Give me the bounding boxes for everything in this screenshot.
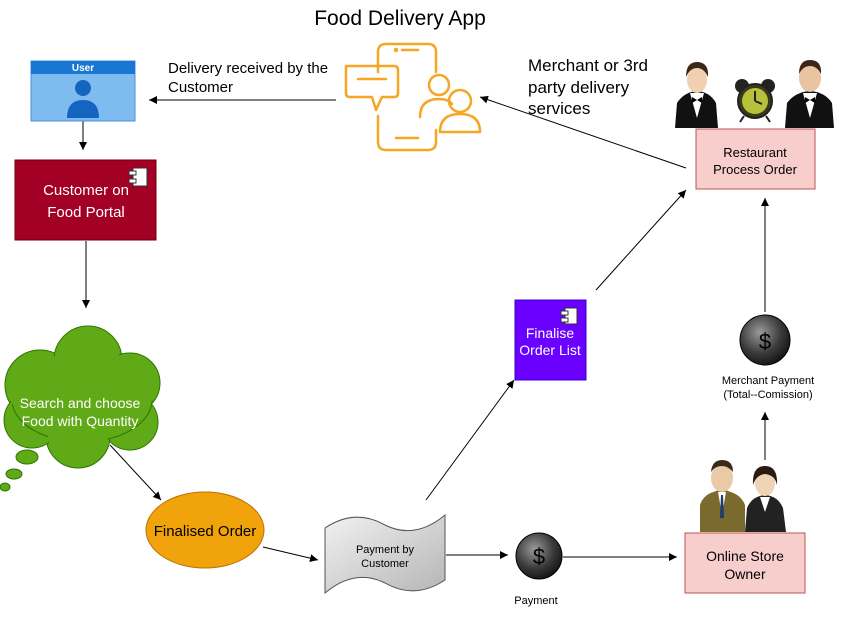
svg-text:Process Order: Process Order	[713, 162, 797, 177]
svg-text:Payment by: Payment by	[356, 544, 415, 556]
mobile-app-icon[interactable]	[344, 42, 482, 152]
online-store-owner-node[interactable]: Online Store Owner	[684, 532, 806, 594]
svg-text:Food Portal: Food Portal	[47, 204, 125, 221]
svg-text:Delivery received by the: Delivery received by the	[168, 60, 328, 77]
user-icon	[67, 80, 99, 118]
svg-text:Online Store: Online Store	[706, 548, 784, 564]
page-title: Food Delivery App	[314, 7, 486, 30]
customer-portal-node[interactable]: Customer on Food Portal	[14, 159, 157, 241]
merchant-payment-node[interactable]: $ Merchant Payment (Total--Comission)	[722, 314, 814, 401]
edge-order-to-payment-doc	[262, 546, 319, 563]
svg-text:services: services	[528, 99, 590, 118]
component-icon	[128, 167, 148, 187]
svg-text:Search and choose: Search and choose	[20, 395, 141, 411]
dollar-coin-icon	[739, 314, 791, 366]
svg-text:party delivery: party delivery	[528, 78, 630, 97]
svg-text:Customer on: Customer on	[43, 182, 129, 199]
search-cloud-node[interactable]: Search and choose Food with Quantity	[0, 325, 161, 492]
svg-text:Food with Quantity: Food with Quantity	[22, 413, 139, 429]
svg-text:Customer: Customer	[361, 558, 409, 570]
svg-text:Customer: Customer	[168, 79, 233, 96]
restaurant-node[interactable]: Restaurant Process Order	[695, 128, 816, 190]
user-label: User	[72, 63, 94, 74]
payment-label: Payment	[514, 595, 557, 607]
svg-text:Owner: Owner	[724, 566, 766, 582]
edge-doc-to-finalise-list	[425, 379, 515, 501]
svg-text:(Total--Comission): (Total--Comission)	[723, 389, 812, 401]
payment-by-customer-node[interactable]: Payment by Customer	[324, 513, 446, 595]
edge-finalise-list-to-restaurant	[595, 189, 687, 291]
svg-text:Finalise: Finalise	[526, 325, 574, 341]
edge-restaurant-to-app	[479, 95, 687, 169]
chef-icon	[675, 60, 834, 128]
delivery-received-label: Delivery received by the Customer	[168, 60, 328, 96]
merchant-delivery-label: Merchant or 3rd party delivery services	[528, 56, 648, 118]
svg-text:$: $	[533, 544, 545, 569]
business-people-icon	[700, 460, 786, 532]
svg-text:$: $	[759, 329, 771, 354]
finalise-order-list-node[interactable]: Finalise Order List	[514, 299, 587, 381]
payment-node[interactable]: $ Payment	[514, 532, 563, 607]
alarm-clock-icon	[735, 79, 775, 123]
user-node[interactable]: User	[30, 60, 136, 122]
component-icon	[560, 307, 578, 325]
finalised-order-node[interactable]: Finalised Order	[145, 491, 265, 569]
svg-text:Order List: Order List	[519, 342, 581, 358]
svg-text:Merchant or 3rd: Merchant or 3rd	[528, 56, 648, 75]
edge-search-to-order	[109, 444, 162, 501]
edges	[79, 95, 769, 563]
svg-text:Finalised Order: Finalised Order	[154, 523, 257, 540]
dollar-coin-icon	[515, 532, 563, 580]
svg-text:Merchant Payment: Merchant Payment	[722, 375, 814, 387]
svg-text:Restaurant: Restaurant	[723, 145, 787, 160]
